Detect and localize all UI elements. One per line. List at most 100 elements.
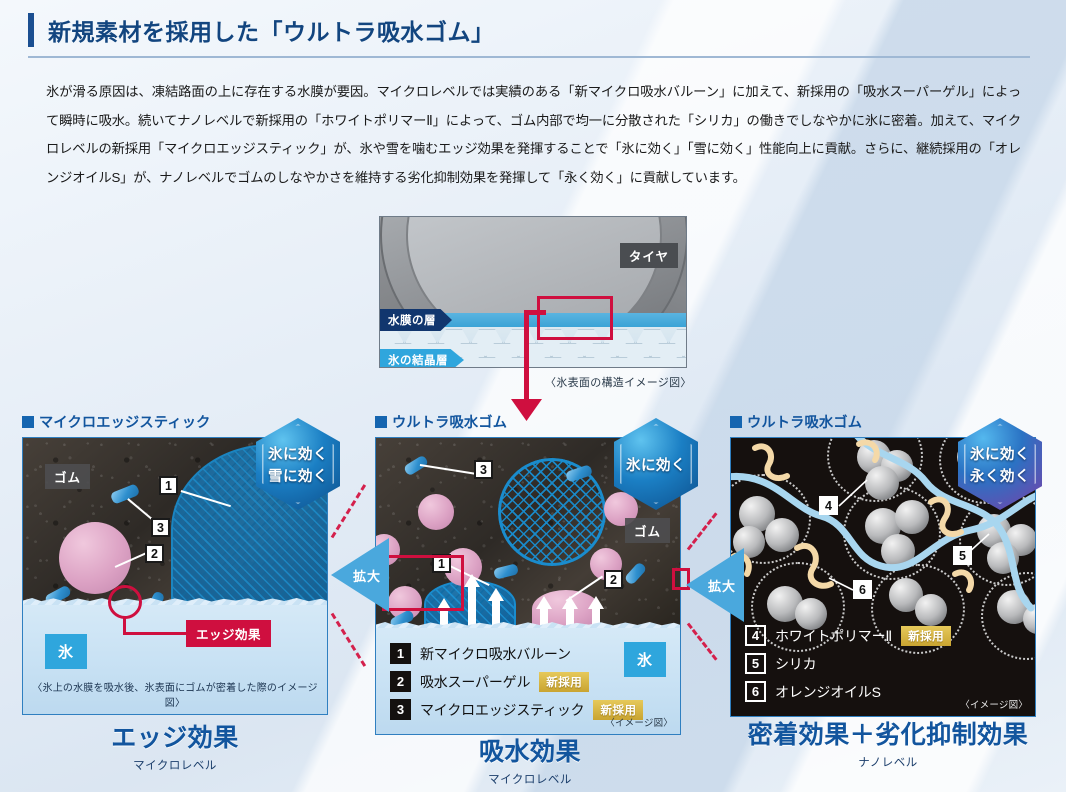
ice-hexagon	[570, 357, 602, 367]
leader-line	[838, 479, 868, 507]
title-accent-bar	[28, 13, 34, 47]
orange-oil-chain	[752, 443, 790, 482]
white-polymer-chain	[854, 438, 1035, 612]
bottom-caption-right-main: 密着効果＋劣化抑制効果	[747, 721, 1029, 749]
callout-2: 2	[145, 544, 164, 563]
callout-6: 6	[853, 580, 872, 599]
legend-row: 6 オレンジオイルS	[745, 681, 1035, 702]
callout-1: 1	[159, 476, 178, 495]
bottom-caption-center: 吸水効果 マイクロレベル	[395, 732, 665, 787]
absorb-arrow	[464, 574, 480, 628]
center-right-highlight-box	[672, 568, 690, 590]
callout-3: 3	[474, 460, 493, 479]
legend-row: 4 ホワイトポリマーⅡ 新採用	[745, 625, 1035, 646]
title-divider	[28, 56, 1030, 58]
legend-number: 1	[390, 643, 411, 664]
ice-layer-label: 氷の結晶層	[380, 349, 464, 367]
page-title: 新規素材を採用した「ウルトラ吸水ゴム」	[48, 19, 495, 45]
bottom-caption-center-sub: マイクロレベル	[488, 774, 572, 786]
header: 新規素材を採用した「ウルトラ吸水ゴム」	[28, 13, 1038, 58]
panel-right-title: ウルトラ吸水ゴム	[747, 415, 863, 431]
bottom-caption-right-sub: ナノレベル	[858, 757, 918, 769]
absorb-arrow	[588, 596, 604, 628]
bottom-caption-left: エッジ効果 マイクロレベル	[40, 718, 310, 773]
square-bullet-icon	[730, 416, 742, 428]
badge-right-line2: 永く効く	[970, 468, 1030, 485]
tire-highlight-box	[537, 296, 613, 340]
legend-number: 6	[745, 681, 766, 702]
leader-line	[828, 577, 854, 591]
bottom-caption-left-main: エッジ効果	[111, 724, 239, 752]
legend-label: ホワイトポリマーⅡ	[775, 627, 893, 644]
panel-micro-edge-stick: マイクロエッジスティック ゴム 氷 1 3 2 〈氷上の水膜を吸水後、氷表面にゴ…	[22, 412, 328, 715]
silica-cluster-outline	[871, 564, 965, 654]
ice-hexagon	[636, 357, 668, 367]
ice-surface-edge	[23, 598, 327, 605]
silica-particle	[1023, 604, 1035, 634]
square-bullet-icon	[375, 416, 387, 428]
edge-effect-label: エッジ効果	[186, 620, 272, 647]
zoom-arrow-right-label: 拡大	[707, 578, 736, 594]
zoom-arrow-left-label: 拡大	[352, 568, 381, 584]
ice-hexagon	[537, 357, 569, 367]
title-row: 新規素材を採用した「ウルトラ吸水ゴム」	[28, 13, 1038, 47]
intro-paragraph: 氷が滑る原因は、凍結路面の上に存在する水膜が要因。マイクロレベルでは実績のある「…	[46, 84, 1021, 185]
ice-tag: 氷	[45, 634, 88, 669]
bottom-caption-left-sub: マイクロレベル	[133, 760, 217, 772]
legend-label: マイクロエッジスティック	[420, 701, 585, 718]
silica-particle	[795, 598, 827, 630]
legend-label: 吸水スーパーゲル	[420, 673, 531, 690]
bottom-caption-center-main: 吸水効果	[478, 738, 581, 766]
new-adoption-badge: 新採用	[539, 671, 590, 692]
legend-label: オレンジオイルS	[775, 683, 881, 700]
new-adoption-badge: 新採用	[593, 699, 644, 720]
super-gel-sphere	[59, 522, 131, 594]
legend-number: 4	[745, 625, 766, 646]
square-bullet-icon	[22, 416, 34, 428]
ice-hexagon	[504, 357, 536, 367]
ice-surface-edge	[376, 622, 680, 629]
absorb-arrow	[436, 598, 452, 628]
absorb-arrow	[488, 588, 504, 628]
silica-cluster-outline	[751, 562, 845, 652]
badge-right-line1: 氷に効く	[970, 446, 1030, 463]
callout-3: 3	[151, 518, 170, 537]
badge-center-line1: 氷に効く	[626, 457, 686, 474]
panel-right-image-note: 〈イメージ図〉	[960, 700, 1028, 711]
edge-effect-connector-h	[123, 632, 189, 635]
orange-oil-chain	[952, 569, 975, 593]
panel-left-title: マイクロエッジスティック	[39, 415, 211, 431]
edge-effect-highlight-circle	[108, 585, 142, 619]
badge-left-line1: 氷に効く	[268, 446, 328, 463]
edge-effect-connector-v	[123, 617, 126, 635]
panel-center-image-note: 〈イメージ図〉	[605, 718, 673, 729]
water-film-band	[380, 313, 686, 327]
callout-2: 2	[604, 570, 623, 589]
panel-left-caption: 〈氷上の水膜を吸水後、氷表面にゴムが密着した際のイメージ図〉	[32, 683, 318, 709]
legend-number: 3	[390, 699, 411, 720]
absorb-arrow	[536, 596, 552, 628]
new-adoption-badge: 新採用	[901, 625, 952, 646]
ice-hexagon	[603, 357, 635, 367]
callout-4: 4	[819, 496, 838, 515]
orange-oil-chain	[928, 496, 964, 538]
rubber-tag: ゴム	[624, 518, 670, 543]
callout-5: 5	[953, 546, 972, 565]
silica-particle	[895, 500, 929, 534]
center-highlight-box	[382, 555, 464, 611]
ice-hexagon	[669, 357, 686, 367]
legend-row: 3 マイクロエッジスティック新採用	[390, 699, 680, 720]
legend-label: 新マイクロ吸水バルーン	[420, 645, 571, 662]
legend-number: 2	[390, 671, 411, 692]
legend-row: 1 新マイクロ吸水バルーン	[390, 643, 680, 664]
ice-hexagon	[471, 357, 503, 367]
orange-oil-chain	[856, 439, 880, 463]
tire-figure-caption: 〈氷表面の構造イメージ図〉	[545, 377, 692, 389]
panel-left-figure: ゴム 氷 1 3 2 〈氷上の水膜を吸水後、氷表面にゴムが密着した際のイメージ図…	[22, 437, 328, 715]
silica-particle	[765, 518, 799, 552]
badge-left-line2: 雪に効く	[268, 468, 328, 485]
legend-label: シリカ	[775, 655, 817, 672]
panel-left-title-row: マイクロエッジスティック	[22, 412, 328, 432]
